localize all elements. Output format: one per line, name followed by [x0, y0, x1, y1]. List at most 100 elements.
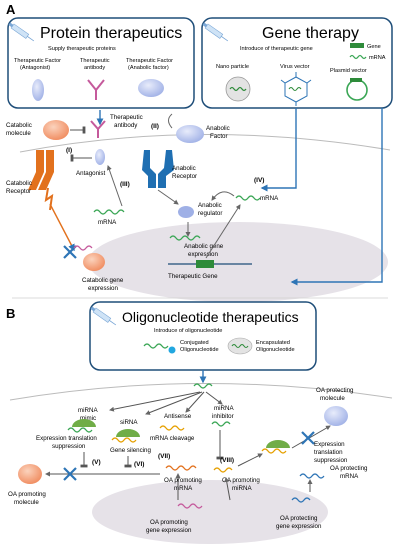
cell-membrane-b: [9, 383, 393, 401]
catabolic-receptor-icon: [28, 150, 54, 211]
distribution-arrows: [109, 391, 223, 415]
catabolic-gene-expression-label-2: expression: [88, 285, 118, 292]
roman-VIII: (VIII): [220, 457, 234, 464]
antibody-icon: [87, 79, 105, 100]
oa-promoting-mirna-label-2: miRNA: [232, 485, 252, 492]
antagonist-icon: [95, 149, 105, 165]
mrna-cleavage-label: mRNA cleavage: [150, 435, 195, 442]
conjugated-oligo-icon: [143, 343, 169, 349]
risc-icon: [266, 440, 290, 448]
oa-protecting-mrna-label-1: OA protecting: [330, 465, 368, 472]
oa-protecting-gene-icon: [291, 497, 311, 503]
catabolic-mrna-icon: [73, 245, 93, 251]
nano-particle-label: Nano particle: [216, 64, 249, 70]
mrna-legend-label: mRNA: [369, 55, 386, 61]
conjugated-label-1: Conjugated: [180, 340, 209, 346]
catabolic-molecule-icon: [43, 120, 69, 140]
oa-promoting-mrna-icon: [165, 465, 197, 471]
oa-promoting-mirna-label-1: OA promoting: [222, 477, 260, 484]
signal-arrow: [237, 453, 263, 467]
protein-item-1b: (Antagonist): [20, 65, 50, 71]
catabolic-receptor-label-1: Catabolic: [6, 180, 32, 187]
roman-I: (I): [66, 147, 72, 154]
sirna-label: siRNA: [120, 419, 138, 426]
therapeutic-gene-label: Therapeutic Gene: [168, 273, 218, 280]
signal-arrow: [157, 189, 179, 205]
nucleus-a: [88, 222, 388, 302]
encapsulated-strand-icon: [231, 343, 249, 349]
signal-arrow: [224, 477, 231, 501]
catabolic-signal-arrow: [49, 203, 75, 252]
anabolic-factor-label-1: Anabolic: [206, 125, 230, 132]
roman-VI: (VI): [134, 461, 144, 468]
oa-promoting-mirna-icon: [213, 467, 233, 473]
antisense-label: Antisense: [164, 413, 192, 420]
protein-subtitle: Supply therapeutic proteins: [48, 46, 116, 52]
virus-vector-label: Virus vector: [280, 64, 310, 70]
risc-icon: [72, 419, 96, 427]
encapsulated-label-1: Encapsulated: [256, 340, 290, 346]
risc-icon: [116, 429, 140, 437]
antisense-strand-icon: [159, 425, 185, 431]
anabolic-gene-expression-label-1: Anabolic gene: [184, 243, 224, 250]
virus-vector-icon: [280, 72, 312, 106]
therapeutic-antibody-icon: [90, 120, 106, 138]
gene-title: Gene therapy: [262, 25, 359, 42]
gene-therapy-box: Gene therapy Introduce of therapeutic ge…: [201, 17, 393, 109]
mirna-inhibitor-label-2: inhibitor: [212, 413, 234, 420]
oligo-title: Oligonucleotide therapeutics: [122, 309, 299, 325]
oa-promoting-molecule-label-1: OA promoting: [8, 491, 46, 498]
catabolic-molecule-label-1: Catabolic: [6, 122, 32, 129]
oa-protecting-molecule-label-2: molecule: [320, 395, 345, 402]
mrna-left-label: mRNA: [98, 219, 117, 226]
roman-V: (V): [92, 459, 101, 466]
mrna-right-icon: [235, 195, 261, 201]
plasmid-vector-icon: [346, 78, 368, 101]
oa-protecting-molecule-label-1: OA protecting: [316, 387, 354, 394]
roman-IV: (IV): [254, 177, 264, 184]
nano-particle-icon: [225, 76, 251, 102]
sirna-strand-icon: [111, 437, 137, 443]
antagonist-icon: [32, 79, 44, 101]
signal-arrow: [106, 165, 123, 207]
nucleus-b: [92, 480, 328, 544]
oligo-entry-icon: [193, 383, 213, 389]
conjugate-dot-icon: [168, 346, 176, 354]
syringe-icon: [8, 22, 35, 42]
signal-arrow: [205, 204, 241, 259]
anabolic-factor-label-2: Factor: [210, 133, 228, 140]
roman-II: (II): [151, 123, 159, 130]
antibody-label-1: Therapeutic: [110, 114, 143, 121]
panel-a-label: A: [6, 2, 16, 17]
anabolic-regulator-icon: [178, 206, 194, 218]
expression-suppression-left-1: Expression translation: [36, 435, 97, 442]
gene-legend-label: Gene: [367, 44, 381, 50]
anabolic-regulator-label-1: Anabolic: [198, 202, 222, 209]
anabolic-factor-icon: [138, 79, 164, 97]
mirna-mimic-strand-icon: [67, 427, 93, 433]
oa-promoting-gene-expression-label-1: OA promoting: [150, 519, 188, 526]
anabolic-receptor-label-2: Receptor: [172, 173, 197, 180]
gene-silencing-label: Gene silencing: [110, 447, 151, 454]
protein-item-3a: Therapeutic Factor: [126, 58, 173, 64]
anabolic-mrna-icon: [169, 235, 201, 241]
protein-therapeutics-box: Protein therapeutics Supply therapeutic …: [7, 17, 195, 109]
oligonucleotide-box: Oligonucleotide therapeutics Introduce o…: [89, 301, 317, 371]
protein-item-1a: Therapeutic Factor: [14, 58, 61, 64]
syringe-icon: [90, 306, 117, 326]
oa-protecting-mrna-icon: [299, 473, 325, 479]
blocked-x-icon: [63, 467, 77, 481]
curve-arrow: [168, 113, 173, 129]
oa-protecting-gene-expression-label-1: OA protecting: [280, 515, 318, 522]
oa-promoting-gene-icon: [177, 503, 203, 509]
mrna-left-icon: [93, 209, 125, 215]
antagonist-label: Antagonist: [76, 170, 106, 177]
encapsulated-label-2: Oligonucleotide: [256, 347, 295, 353]
oa-protecting-molecule-icon: [324, 406, 348, 426]
expression-suppression-right-2: translation: [314, 449, 343, 456]
expression-suppression-left-2: suppression: [52, 443, 86, 450]
catabolic-gene-expression-label-1: Catabolic gene: [82, 277, 124, 284]
mirna-inhibitor-label-1: miRNA: [214, 405, 234, 412]
